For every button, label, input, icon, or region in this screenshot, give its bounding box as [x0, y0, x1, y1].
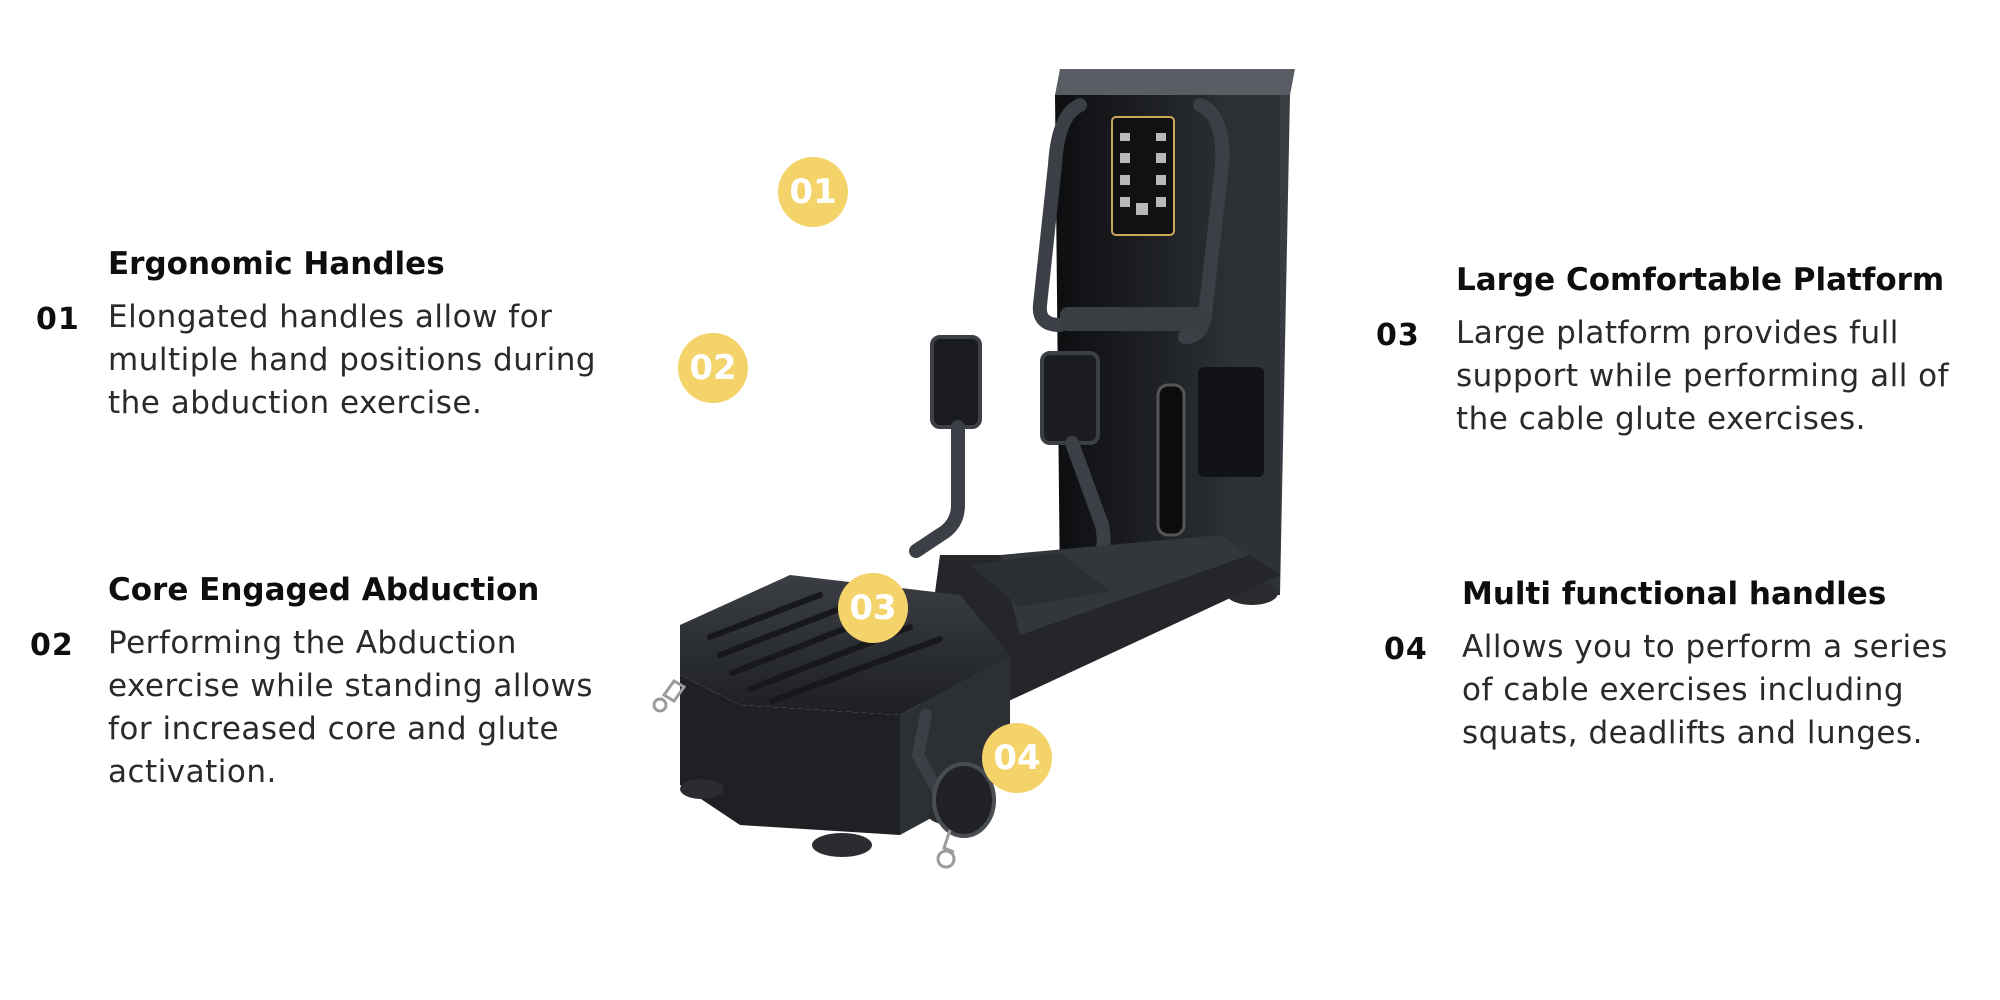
feature-description: Large platform provides full support whi… — [1456, 315, 1950, 437]
feature-title: Ergonomic Handles — [108, 246, 445, 282]
callout-badge-04: 04 — [982, 723, 1052, 793]
feature-description: Performing the Abduction exercise while … — [108, 625, 594, 790]
feature-number: 03 — [1376, 318, 1420, 353]
glute-machine-icon — [652, 69, 1295, 869]
feature-title: Core Engaged Abduction — [108, 572, 540, 608]
feature-title: Large Comfortable Platform — [1456, 262, 1945, 298]
callout-badge-02: 02 — [678, 333, 748, 403]
feature-number: 02 — [30, 628, 74, 663]
glute-machine-image: 01 02 03 04 — [640, 55, 1320, 905]
feature-number: 01 — [36, 302, 80, 337]
feature-number: 04 — [1384, 632, 1428, 667]
callout-badge-01: 01 — [778, 157, 848, 227]
callout-badge-03: 03 — [838, 573, 908, 643]
feature-description: Allows you to perform a series of cable … — [1462, 629, 1948, 751]
feature-title: Multi functional handles — [1462, 576, 1887, 612]
feature-description: Elongated handles allow for multiple han… — [108, 299, 597, 421]
